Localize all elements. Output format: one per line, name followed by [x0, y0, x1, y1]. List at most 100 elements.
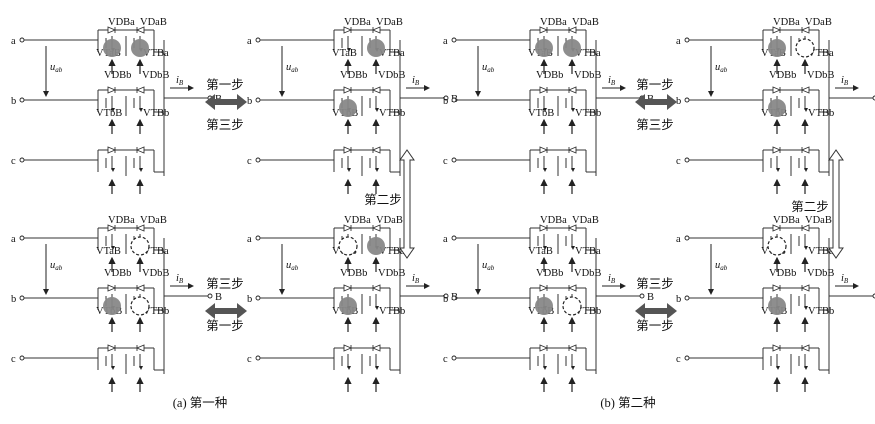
input-terminal-b: b	[676, 294, 681, 305]
switch-cell-cB-diode-1	[772, 344, 782, 352]
input-terminal-b: b	[11, 96, 16, 107]
input-terminal-a: a	[676, 234, 681, 245]
voltage-label: uab	[50, 260, 63, 272]
conducting-device-VTbB	[535, 297, 553, 315]
device-label-VDBa: VDBa	[773, 17, 800, 28]
switch-cell-bB-diode-2	[800, 284, 810, 292]
input-terminal-c: c	[11, 354, 16, 365]
device-label-VDaB: VDaB	[376, 17, 403, 28]
device-label-VTBb: VTBb	[575, 306, 601, 317]
device-label-VDBb: VDBb	[769, 70, 796, 81]
current-label: iB	[841, 273, 849, 285]
device-label-VTBb: VTBb	[143, 108, 169, 119]
voltage-sub: ab	[55, 264, 63, 272]
conducting-device-VTaB	[103, 39, 121, 57]
input-terminal-a: a	[247, 234, 252, 245]
device-label-VDaB: VDaB	[572, 215, 599, 226]
input-terminal-a: a	[247, 36, 252, 47]
step-arrow-b-1	[635, 94, 677, 110]
panel-b-top-right: abciBBuabVDBaVDaBVTaBVTBaVDBbVDbBVTbBVTB…	[676, 17, 875, 194]
device-label-VTBa: VTBa	[808, 246, 834, 257]
panel-a-top-left: abciBBuabVDBaVDaBVTaBVTBaVDBbVDbBVTbBVTB…	[11, 17, 222, 194]
switch-cell-cB-gate-arrow-2	[139, 168, 143, 172]
switch-cell-bB-gate-arrow-2	[804, 108, 808, 112]
device-label-VDBb: VDBb	[104, 70, 131, 81]
current-label: iB	[412, 75, 420, 87]
switch-cell-cB-gate-arrow-1	[776, 366, 780, 370]
device-label-VDBa: VDBa	[344, 17, 371, 28]
switch-cell-aB-diode-1	[343, 26, 353, 34]
output-terminal-dot	[443, 293, 449, 299]
step-label-a-1b: 第一步	[206, 318, 244, 333]
terminal-dot-a	[451, 235, 457, 241]
voltage-label: uab	[50, 62, 63, 74]
device-label-VDbB: VDbB	[807, 70, 834, 81]
terminal-dot-b	[255, 295, 261, 301]
input-terminal-c: c	[443, 354, 448, 365]
voltage-sub: ab	[487, 66, 495, 74]
switch-cell-bB-diode-2	[135, 284, 145, 292]
device-label-VDaB: VDaB	[140, 215, 167, 226]
current-sub: B	[179, 277, 184, 285]
commutating-device-VTBa	[795, 38, 815, 58]
input-terminal-b: b	[443, 96, 448, 107]
terminal-dot-b	[19, 295, 25, 301]
commutating-device-VTBb	[562, 296, 582, 316]
terminal-dot-a	[684, 235, 690, 241]
voltage-sub: ab	[291, 264, 299, 272]
panel-a-top-right: abciBBuabVDBaVDaBVTaBVTBaVDBbVDbBVTbBVTB…	[247, 17, 458, 194]
step-label-a-3: 第三步	[206, 117, 244, 132]
input-terminal-a: a	[11, 234, 16, 245]
input-terminal-b: b	[443, 294, 448, 305]
conducting-device-VTBa	[367, 237, 385, 255]
device-label-VDBa: VDBa	[344, 215, 371, 226]
switch-cell-cB-gate-arrow-1	[543, 366, 547, 370]
conducting-device-VTBa	[563, 39, 581, 57]
device-label-VTBa: VTBa	[575, 246, 601, 257]
conducting-device-VTbB	[768, 297, 786, 315]
switch-cell-cB-gate-arrow-2	[804, 366, 808, 370]
switch-cell-bB-gate-arrow-2	[375, 306, 379, 310]
voltage-sub: ab	[291, 66, 299, 74]
device-label-VTBa: VTBa	[575, 48, 601, 59]
switch-cell-bB-diode-1	[343, 86, 353, 94]
switch-cell-aB-diode-1	[539, 26, 549, 34]
device-label-VTbB: VTbB	[96, 108, 122, 119]
terminal-dot-a	[451, 37, 457, 43]
device-label-VTBb: VTBb	[143, 306, 169, 317]
panel-a-bottom-left: abciBBuabVDBaVDaBVTaBVTBaVDBbVDbBVTbBVTB…	[11, 215, 222, 392]
switch-cell-aB-diode-2	[135, 26, 145, 34]
step-label-a-1: 第一步	[206, 77, 244, 92]
switch-cell-cB-diode-2	[567, 344, 577, 352]
conducting-device-VTbB	[339, 297, 357, 315]
switch-cell-cB-diode-1	[107, 146, 117, 154]
terminal-dot-c	[684, 157, 690, 163]
input-terminal-c: c	[247, 156, 252, 167]
device-label-VDBb: VDBb	[340, 268, 367, 279]
switch-cell-cB-gate-arrow-1	[111, 366, 115, 370]
step-arrow-a-2	[399, 149, 415, 259]
circuit-panels: abciBBuabVDBaVDaBVTaBVTBaVDBbVDbBVTbBVTB…	[11, 17, 875, 392]
switch-cell-bB-diode-1	[772, 284, 782, 292]
switch-cell-bB-diode-2	[800, 86, 810, 94]
switch-cell-bB-diode-1	[772, 86, 782, 94]
input-terminal-c: c	[676, 156, 681, 167]
device-label-VDBa: VDBa	[773, 215, 800, 226]
device-label-VDBa: VDBa	[108, 17, 135, 28]
device-label-VDbB: VDbB	[378, 70, 405, 81]
switch-cell-cB-diode-2	[371, 146, 381, 154]
device-label-VDBb: VDBb	[104, 268, 131, 279]
switch-cell-cB-gate-arrow-2	[375, 366, 379, 370]
device-label-VDaB: VDaB	[376, 215, 403, 226]
step-arrow-a-3	[205, 303, 247, 319]
switch-cell-aB-diode-2	[800, 224, 810, 232]
switch-cell-cB-diode-2	[800, 146, 810, 154]
switch-cell-aB-gate-arrow-2	[804, 246, 808, 250]
output-terminal-dot	[207, 293, 213, 299]
step-arrow-b-2	[828, 149, 844, 259]
switch-cell-bB-diode-1	[107, 284, 117, 292]
switch-cell-cB-diode-2	[567, 146, 577, 154]
device-label-VTbB: VTbB	[528, 108, 554, 119]
device-label-VTaB: VTaB	[332, 48, 357, 59]
